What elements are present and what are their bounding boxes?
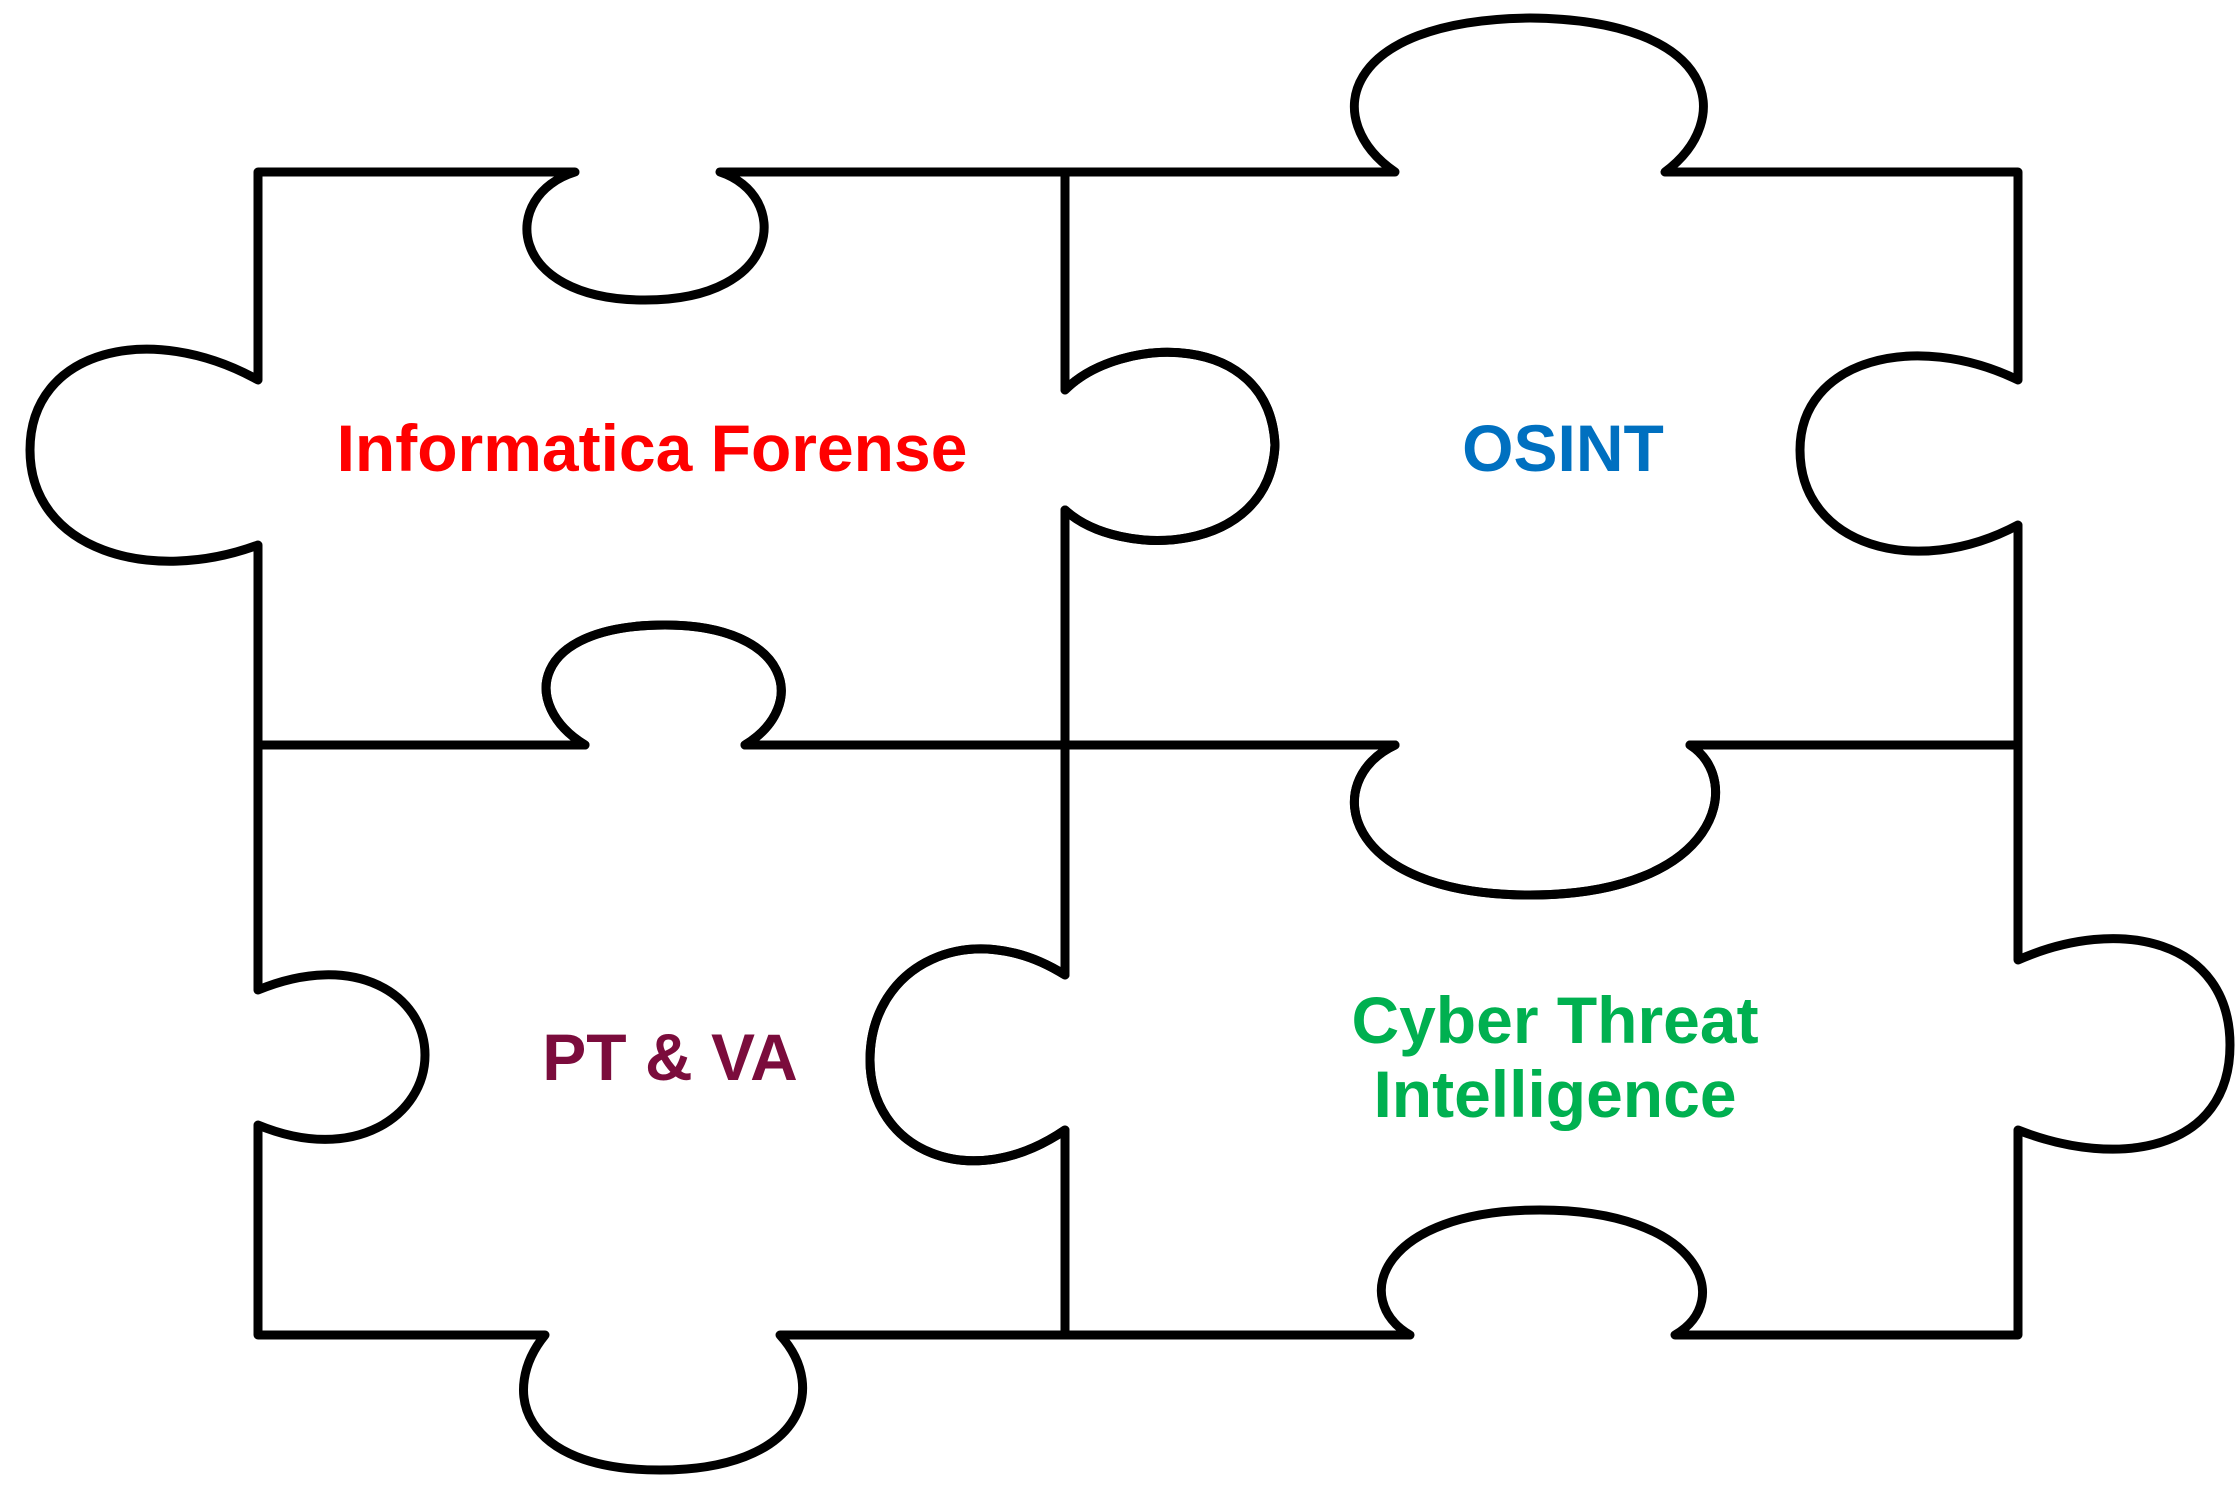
label-cti-line-2: Intelligence — [1373, 1057, 1737, 1131]
puzzle-piece-cyber-threat-intelligence — [865, 740, 2235, 1340]
label-cti-line-1: Cyber Threat — [1351, 983, 1759, 1058]
label-informatica-forense: Informatica Forense — [336, 411, 968, 486]
label-pt-va: PT & VA — [542, 1020, 798, 1095]
label-cyber-threat-intelligence: Cyber Threat Intelligence — [1351, 983, 1759, 1132]
label-osint: OSINT — [1462, 411, 1664, 486]
